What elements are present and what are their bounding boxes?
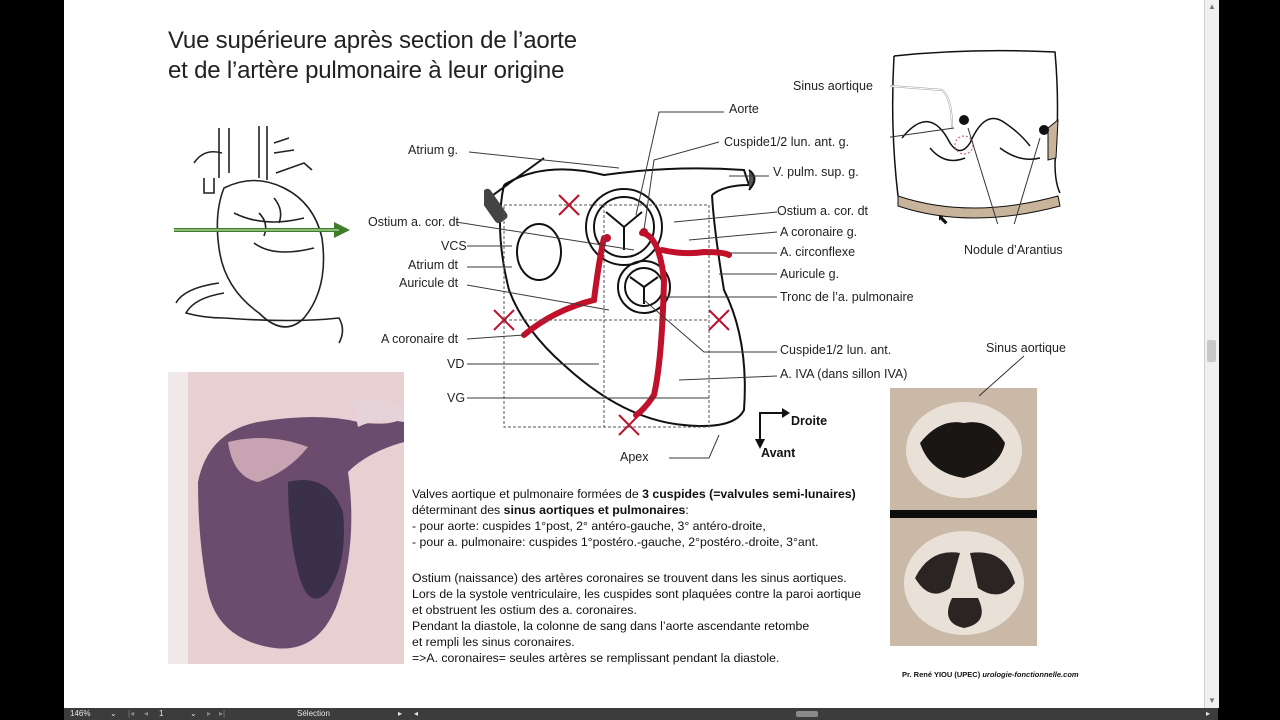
- label-auricule-g: Auricule g.: [780, 267, 840, 281]
- label-apex: Apex: [620, 450, 649, 464]
- sinus-diagram: [890, 49, 1061, 224]
- heart-photo: [168, 372, 404, 664]
- scroll-left-icon[interactable]: ◂: [414, 709, 419, 718]
- mouse-cursor-icon: ⬉: [937, 211, 949, 227]
- prev-page-icon[interactable]: ◂: [144, 709, 149, 718]
- vcs-vessel: [516, 223, 562, 281]
- page-number[interactable]: 1: [159, 709, 164, 718]
- label-vcs: VCS: [441, 239, 467, 253]
- zoom-level[interactable]: 146%: [70, 709, 91, 718]
- slide-page: Vue supérieure après section de l’aorte …: [64, 0, 1204, 708]
- aortic-valve: [585, 188, 663, 266]
- label-a-iva: A. IVA (dans sillon IVA): [780, 367, 908, 381]
- label-a-circonflexe: A. circonflexe: [780, 245, 856, 259]
- label-avant: Avant: [761, 446, 796, 460]
- label-a-coronaire-dt: A coronaire dt: [381, 332, 459, 346]
- label-atrium-dt: Atrium dt: [408, 258, 459, 272]
- sinus-aortique-photo: [890, 388, 1037, 646]
- label-sinus-aortique-photo: Sinus aortique: [986, 341, 1066, 355]
- label-tronc-pulm: Tronc de l’a. pulmonaire: [780, 290, 914, 304]
- scroll-up-icon[interactable]: ▲: [1208, 2, 1216, 11]
- horizontal-scroll-thumb[interactable]: [796, 711, 818, 717]
- heart-sketch: [174, 126, 350, 344]
- tool-menu-icon[interactable]: ▸: [398, 709, 403, 718]
- label-ostium-cor-dt-left: Ostium a. cor. dt: [368, 215, 460, 229]
- status-bar: 146% ⌄ |◂ ◂ 1 ⌄ ▸ ▸| Sélection ▸ ◂ ▸: [64, 708, 1218, 720]
- last-page-icon[interactable]: ▸|: [219, 709, 226, 718]
- label-droite: Droite: [791, 414, 828, 428]
- label-vd: VD: [447, 357, 465, 371]
- zoom-dropdown-icon[interactable]: ⌄: [110, 709, 117, 718]
- label-v-pulm: V. pulm. sup. g.: [773, 165, 859, 179]
- pulmonary-valve: [617, 260, 671, 314]
- vertical-scrollbar[interactable]: ▲ ▼: [1204, 0, 1219, 708]
- sinus-photo-leader: [978, 355, 1025, 397]
- label-sinus-aortique-top: Sinus aortique: [793, 79, 873, 93]
- next-page-icon[interactable]: ▸: [207, 709, 212, 718]
- scroll-right-icon[interactable]: ▸: [1206, 709, 1211, 718]
- valve-schematic: [484, 157, 756, 436]
- label-aorte: Aorte: [729, 102, 759, 116]
- direction-axes: [755, 408, 790, 449]
- ostium-paragraph: Ostium (naissance) des artères coronaire…: [412, 571, 862, 665]
- label-a-coronaire-g: A coronaire g.: [780, 225, 858, 239]
- scroll-thumb[interactable]: [1207, 340, 1216, 362]
- label-nodule: Nodule d’Arantius: [964, 243, 1063, 257]
- label-ostium-cor-dt-right: Ostium a. cor. dt: [777, 204, 869, 218]
- credit: Pr. René YIOU (UPEC) urologie-fonctionne…: [902, 670, 1079, 679]
- leader-lines: [455, 111, 778, 459]
- label-vg: VG: [447, 391, 466, 405]
- label-auricule-dt: Auricule dt: [399, 276, 459, 290]
- slide-title: Vue supérieure après section de l’aorte …: [168, 27, 577, 84]
- label-cuspide-ant: Cuspide1/2 lun. ant.: [780, 343, 892, 357]
- scroll-down-icon[interactable]: ▼: [1208, 696, 1216, 705]
- page-dropdown-icon[interactable]: ⌄: [190, 709, 197, 718]
- label-atrium-g: Atrium g.: [408, 143, 459, 157]
- label-cuspide-ant-g: Cuspide1/2 lun. ant. g.: [724, 135, 850, 149]
- tool-status: Sélection: [297, 709, 330, 718]
- valves-paragraph: Valves aortique et pulmonaire formées de…: [412, 487, 856, 549]
- first-page-icon[interactable]: |◂: [128, 709, 135, 718]
